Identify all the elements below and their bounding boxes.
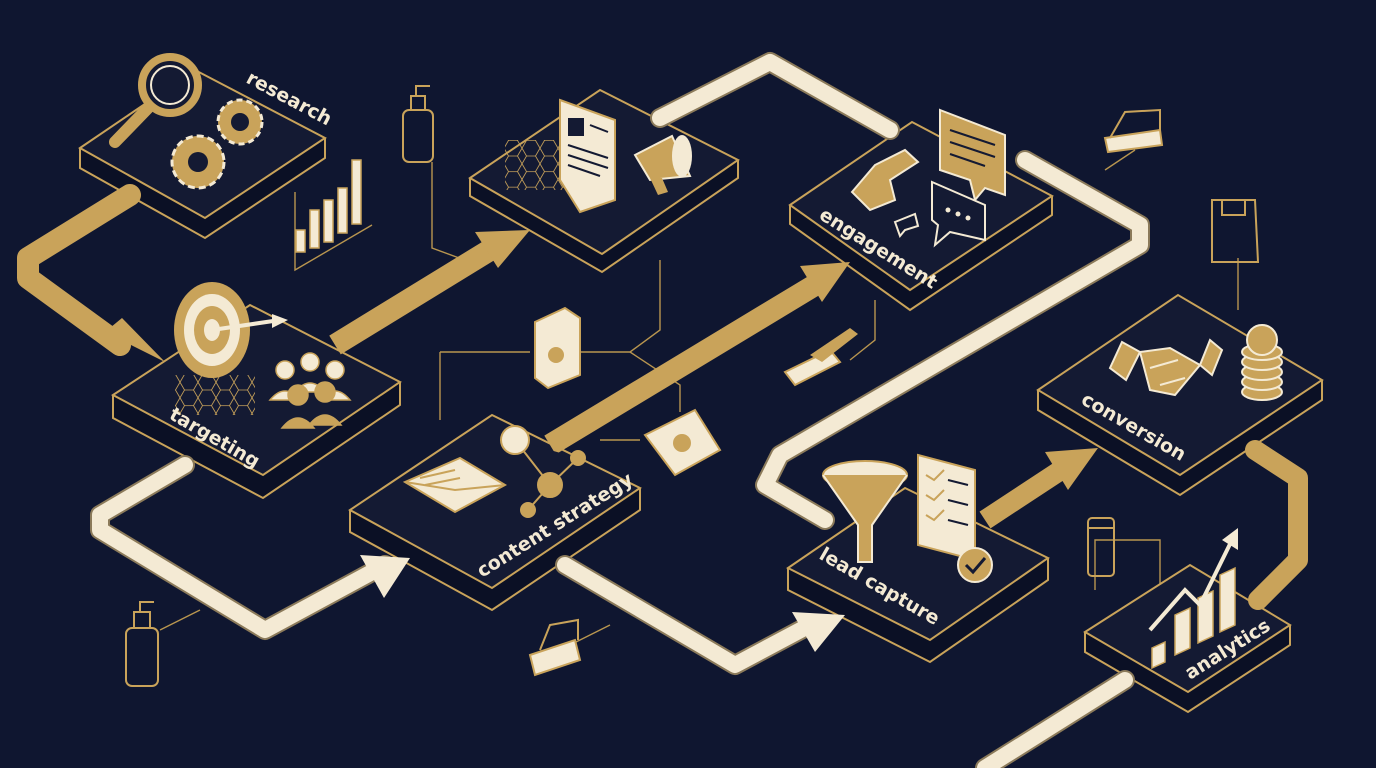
snack-bag-icon	[643, 408, 722, 477]
scrub-brush-icon	[783, 328, 858, 387]
pipe-content-to-engagement	[650, 52, 900, 140]
funnel-icon	[822, 460, 908, 563]
bar-chart-icon	[295, 159, 362, 253]
envelope-icon	[402, 456, 508, 514]
soap-bottle-icon	[125, 601, 159, 687]
handshake-icon	[1108, 338, 1224, 397]
scrub-brush-icon	[528, 618, 582, 677]
checkmark-icon	[957, 547, 993, 583]
pipe-content-to-lead	[555, 555, 845, 675]
arrow-icon	[211, 314, 288, 332]
megaphone-icon	[633, 134, 692, 195]
document-icon	[559, 98, 616, 214]
scrub-brush-icon	[1103, 108, 1164, 154]
cereal-box-icon	[534, 306, 581, 390]
pipe-targeting-to-content	[90, 455, 410, 640]
speech-bubble-icon	[931, 180, 986, 248]
hex-grid-decoration	[175, 375, 255, 415]
gold-arrows	[17, 184, 1308, 610]
soda-can-icon	[1087, 517, 1115, 577]
cream-pipes	[90, 52, 1150, 768]
gear-icon	[216, 98, 264, 146]
growth-chart-icon	[1148, 528, 1238, 670]
arrow-research-to-targeting	[17, 184, 165, 362]
coffee-bag-icon	[1211, 199, 1260, 263]
platform-lead-capture	[786, 486, 1050, 664]
network-icon	[500, 425, 586, 518]
coin-stack-icon	[1241, 324, 1283, 401]
arrow-lead-to-conversion	[979, 448, 1098, 529]
audience-icon	[268, 352, 352, 429]
connector-lines	[159, 149, 1239, 646]
pipe-analytics-out	[975, 670, 1135, 768]
speech-bubble-icon	[893, 212, 920, 238]
magnifier-icon	[109, 53, 202, 148]
checklist-icon	[917, 453, 976, 562]
gear-icon	[170, 134, 226, 190]
platforms	[78, 68, 1324, 714]
soap-bottle-icon	[402, 85, 434, 163]
arrow-targeting-to-content	[329, 230, 530, 355]
arrow-content-to-engagement	[544, 262, 850, 455]
arrow-conversion-to-analytics	[1245, 440, 1308, 610]
pipe-engagement-to-lead	[755, 150, 1150, 530]
speech-bubble-icon	[939, 108, 1006, 203]
hand-icon	[850, 148, 920, 212]
